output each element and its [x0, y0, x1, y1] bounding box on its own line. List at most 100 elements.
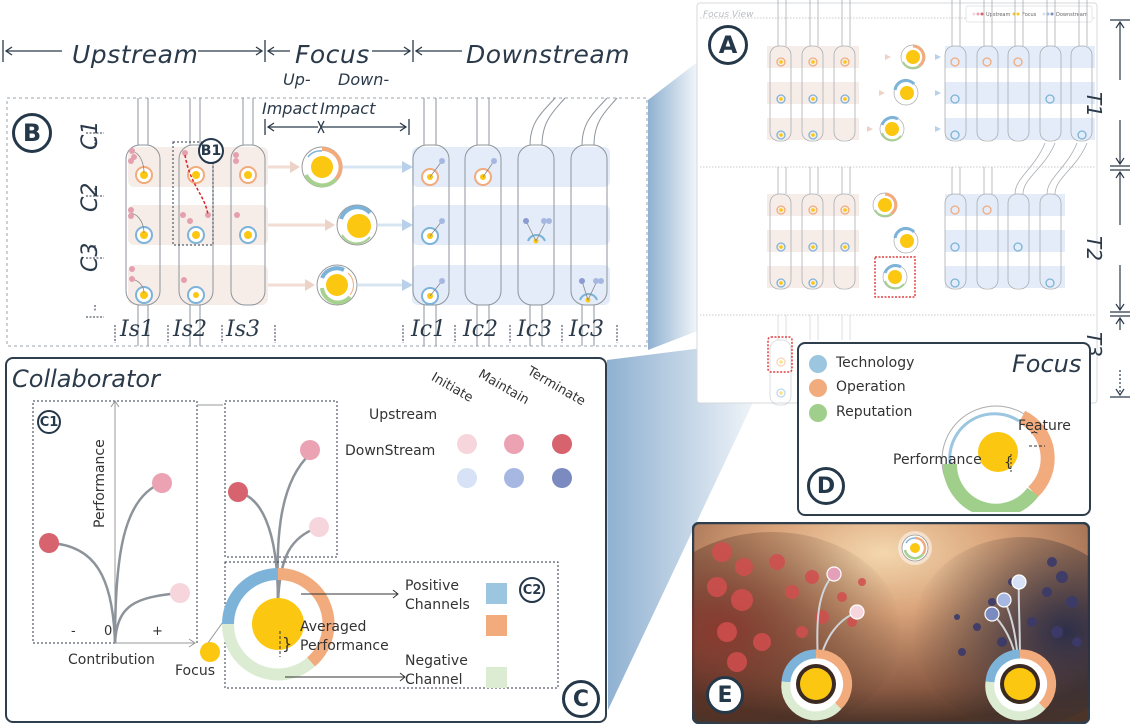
legend-technology: Technology [836, 355, 915, 371]
impact-arrows [264, 119, 410, 135]
column-label-ic3a: Ic3 [517, 317, 553, 342]
selected-node-highlight [767, 336, 793, 373]
focus-view-legend: Upstream Focus Downstream [965, 5, 1093, 23]
legend-technology-dot [809, 355, 827, 373]
c1-terminate-node [39, 533, 59, 553]
focus-glyph-c2 [336, 204, 378, 246]
down-impact-label-2: Impact [320, 99, 376, 118]
upstream-nodes [128, 141, 257, 304]
positive-channel-swatch-technology [486, 583, 507, 604]
averaged-line-1: Averaged [300, 619, 367, 635]
panel-c-badge: C [562, 680, 600, 718]
c2-frame [224, 561, 559, 689]
panel-b-diagram [6, 97, 648, 347]
y-axis-label: Performance [92, 439, 108, 528]
row-separators [86, 132, 104, 318]
panel-d-badge: D [807, 467, 845, 505]
x-tick-negative: - [71, 624, 76, 639]
legend-row-upstream: Upstream [369, 407, 438, 423]
state-legend-dots [457, 434, 572, 488]
down-impact-label-1: Down- [338, 70, 390, 89]
positive-channel-swatch-operation [486, 615, 507, 636]
panel-a-badge: A [708, 25, 748, 65]
column-separators [114, 325, 618, 343]
raspberry-glyph [781, 566, 865, 721]
focus-view-title: Focus View [703, 10, 754, 20]
tree-terminate-node [228, 482, 248, 502]
beam-b [648, 60, 700, 350]
up-impact-label-2: Impact [262, 99, 318, 118]
svg-text:{: { [1004, 455, 1013, 471]
blueberries [954, 557, 1082, 667]
column-label-ic1: Ic1 [411, 317, 447, 342]
svg-text:Downstream: Downstream [1056, 12, 1088, 18]
focus-dot [200, 642, 220, 662]
averaged-line-2: Performance [300, 638, 389, 654]
panel-e-badge: E [706, 676, 744, 714]
column-label-is3: Is3 [226, 317, 260, 342]
sun-focus-glyph [898, 531, 932, 565]
panel-d-diagram: ⏞ { [809, 355, 1055, 512]
performance-label: Performance [893, 452, 982, 468]
x-axis-label: Contribution [68, 652, 155, 668]
flow-arrows [268, 161, 413, 291]
feature-label: Feature [1018, 418, 1071, 434]
c2-focus-ring: } [221, 567, 335, 681]
x-tick-zero: 0 [104, 624, 113, 639]
focus-glyph-c1 [301, 146, 343, 188]
legend-reputation: Reputation [836, 404, 913, 420]
panel-b-badge: B [12, 113, 52, 153]
svg-text:Focus: Focus [1022, 12, 1037, 18]
raspberries [707, 542, 866, 672]
collaborator-diagram: } [32, 400, 572, 689]
column-label-is2: Is2 [173, 317, 207, 342]
c-tree-frame [224, 400, 338, 558]
panel-e-metaphor-scene [692, 522, 1090, 724]
focus-glyph-c3 [316, 264, 358, 306]
legend-operation: Operation [836, 379, 906, 395]
blueberry-glyph [984, 574, 1057, 721]
t1-nodes [776, 57, 1087, 140]
header-arrows [2, 40, 462, 62]
downstream-header: Downstream [466, 40, 630, 69]
svg-text:⏞: ⏞ [1031, 431, 1038, 444]
time-label-t1: T1 [1082, 92, 1106, 117]
up-impact-label-1: Up- [283, 70, 311, 89]
tree-initiate-node [309, 517, 329, 537]
period-t1 [767, 0, 1095, 142]
c1-initiate-node [170, 583, 190, 603]
panel-c2-badge: C2 [519, 577, 545, 603]
column-label-is1: Is1 [120, 317, 154, 342]
downstream-bands [412, 147, 610, 305]
column-label-ic2: Ic2 [463, 317, 499, 342]
focus-header: Focus [295, 40, 370, 69]
negative-channel-swatch [486, 667, 507, 688]
upstream-header: Upstream [72, 40, 199, 69]
positive-line-1: Positive [405, 578, 459, 594]
time-axis [1110, 19, 1130, 398]
positive-line-2: Channels [405, 597, 470, 613]
column-label-ic3b: Ic3 [569, 317, 605, 342]
svg-text:}: } [282, 634, 292, 653]
x-tick-positive: + [152, 624, 163, 639]
panel-c1-badge: C1 [37, 410, 61, 434]
beam-c [607, 340, 766, 710]
selected-focus-highlight [874, 256, 916, 298]
period-t2 [767, 142, 1088, 298]
c1-maintain-node [152, 473, 172, 493]
downstream-nodes [421, 158, 604, 305]
negative-line-2: Channel [405, 672, 463, 688]
collaborator-title: Collaborator [12, 365, 160, 393]
tree-maintain-node [300, 440, 320, 460]
svg-text:Upstream: Upstream [986, 12, 1010, 18]
panel-b-frame [6, 97, 648, 347]
legend-row-downstream: DownStream [345, 443, 436, 459]
time-label-t2: T2 [1082, 236, 1106, 261]
period-t3 [769, 315, 851, 406]
legend-operation-dot [809, 379, 827, 397]
t1-focus-glyphs [867, 44, 941, 142]
focus-label: Focus [175, 663, 215, 679]
